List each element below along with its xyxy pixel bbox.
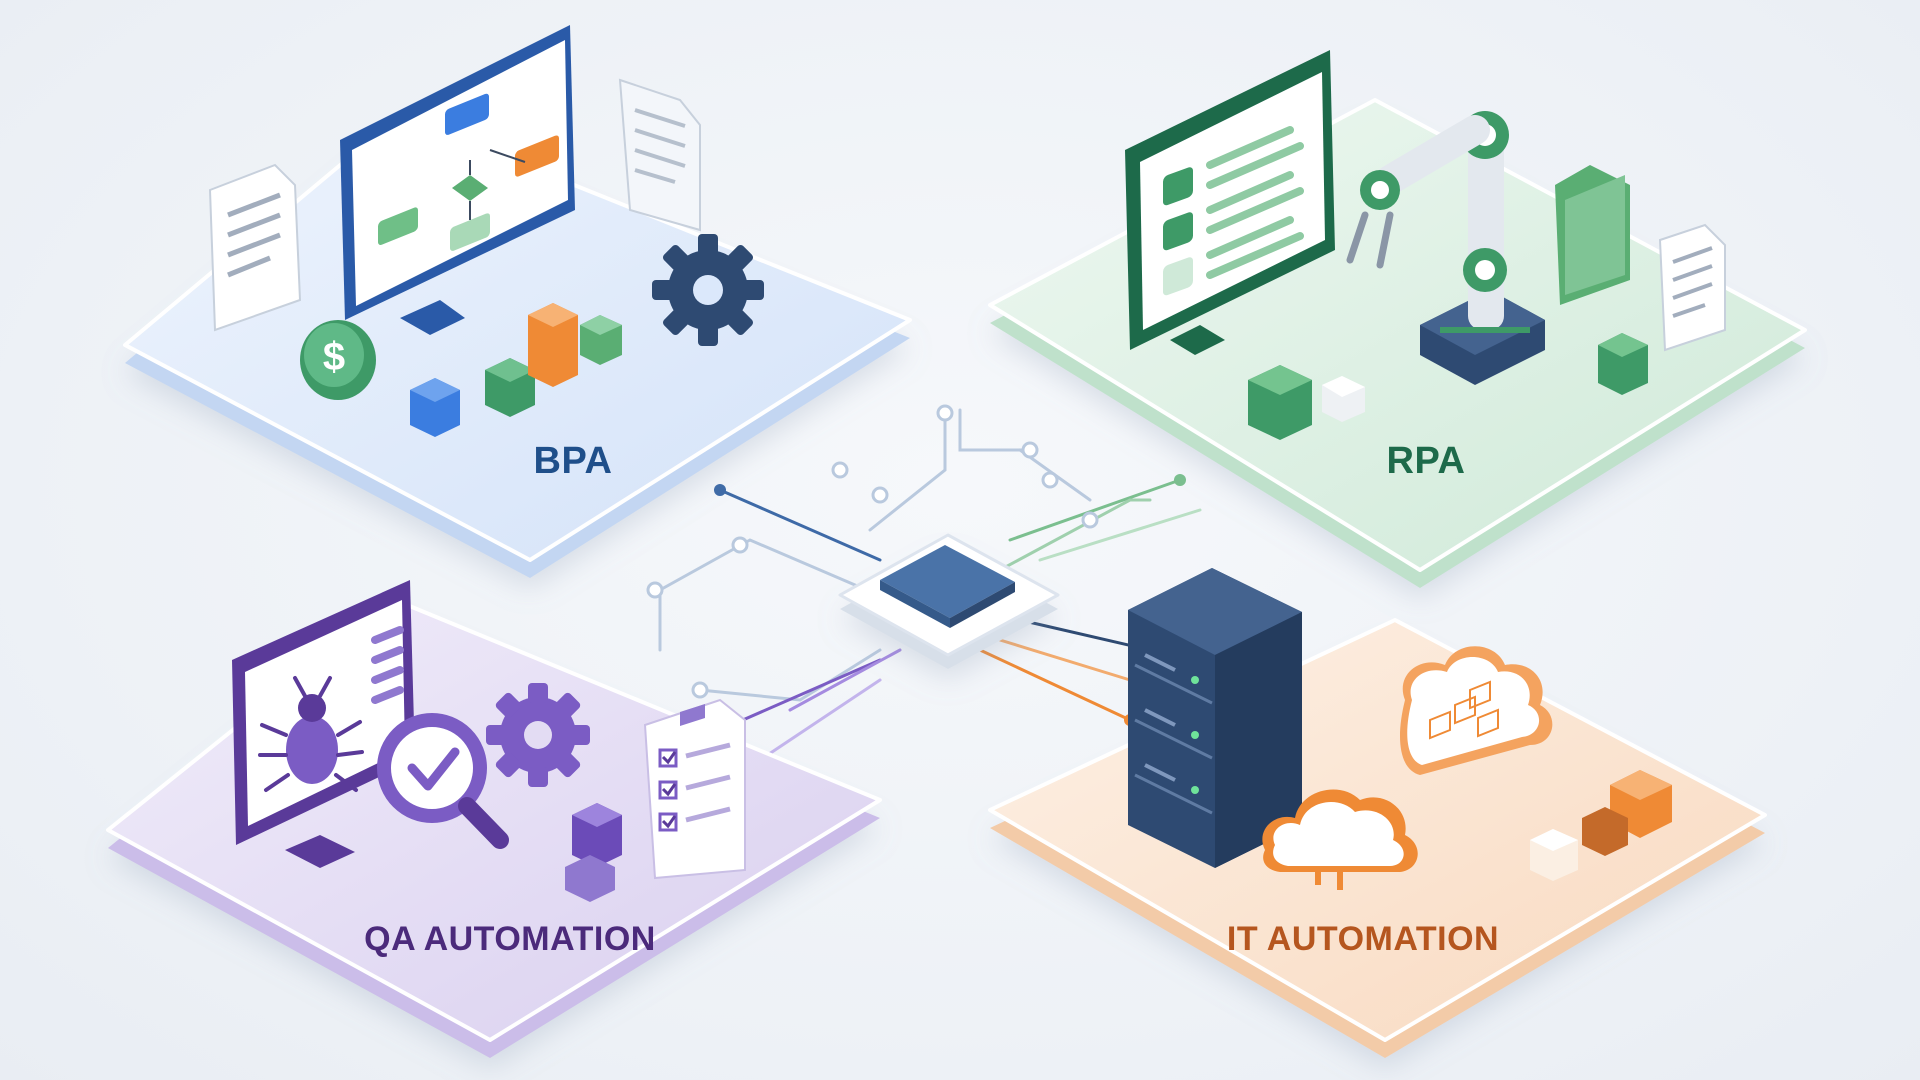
cube-icon	[410, 303, 622, 437]
svg-text:$: $	[323, 335, 345, 379]
gear-icon	[486, 683, 590, 787]
cloud-icon	[1262, 789, 1418, 890]
checklist-monitor-icon	[1125, 50, 1335, 355]
central-hub-chip	[838, 533, 1060, 669]
document-icon	[618, 78, 701, 232]
cloud-blocks-icon	[1400, 646, 1553, 775]
server-rack-icon	[1128, 568, 1302, 868]
gear-icon	[652, 234, 764, 346]
workflow-monitor-icon	[340, 25, 575, 335]
quadrant-label-it: IT AUTOMATION	[1227, 920, 1499, 958]
platform-qa: QA AUTOMATION	[106, 580, 882, 1058]
platform-it: IT AUTOMATION	[988, 568, 1767, 1058]
cube-icon	[1530, 770, 1672, 881]
cube-icon	[1248, 333, 1648, 440]
folder-icon	[1555, 165, 1630, 305]
dollar-coin-icon: $	[300, 320, 376, 400]
quadrant-label-qa: QA AUTOMATION	[364, 920, 656, 958]
quadrant-label-rpa: RPA	[1387, 440, 1466, 482]
document-icon	[1658, 223, 1726, 352]
quadrant-label-bpa: BPA	[534, 440, 613, 482]
platform-bpa: $ B	[123, 25, 912, 578]
clipboard-checklist-icon	[643, 698, 746, 880]
magnifier-check-icon	[377, 713, 509, 849]
platform-rpa: RPA	[988, 50, 1807, 588]
document-icon	[208, 163, 302, 332]
bug-monitor-icon	[232, 580, 415, 868]
cube-icon	[565, 803, 622, 902]
robot-arm-icon	[1346, 111, 1545, 385]
